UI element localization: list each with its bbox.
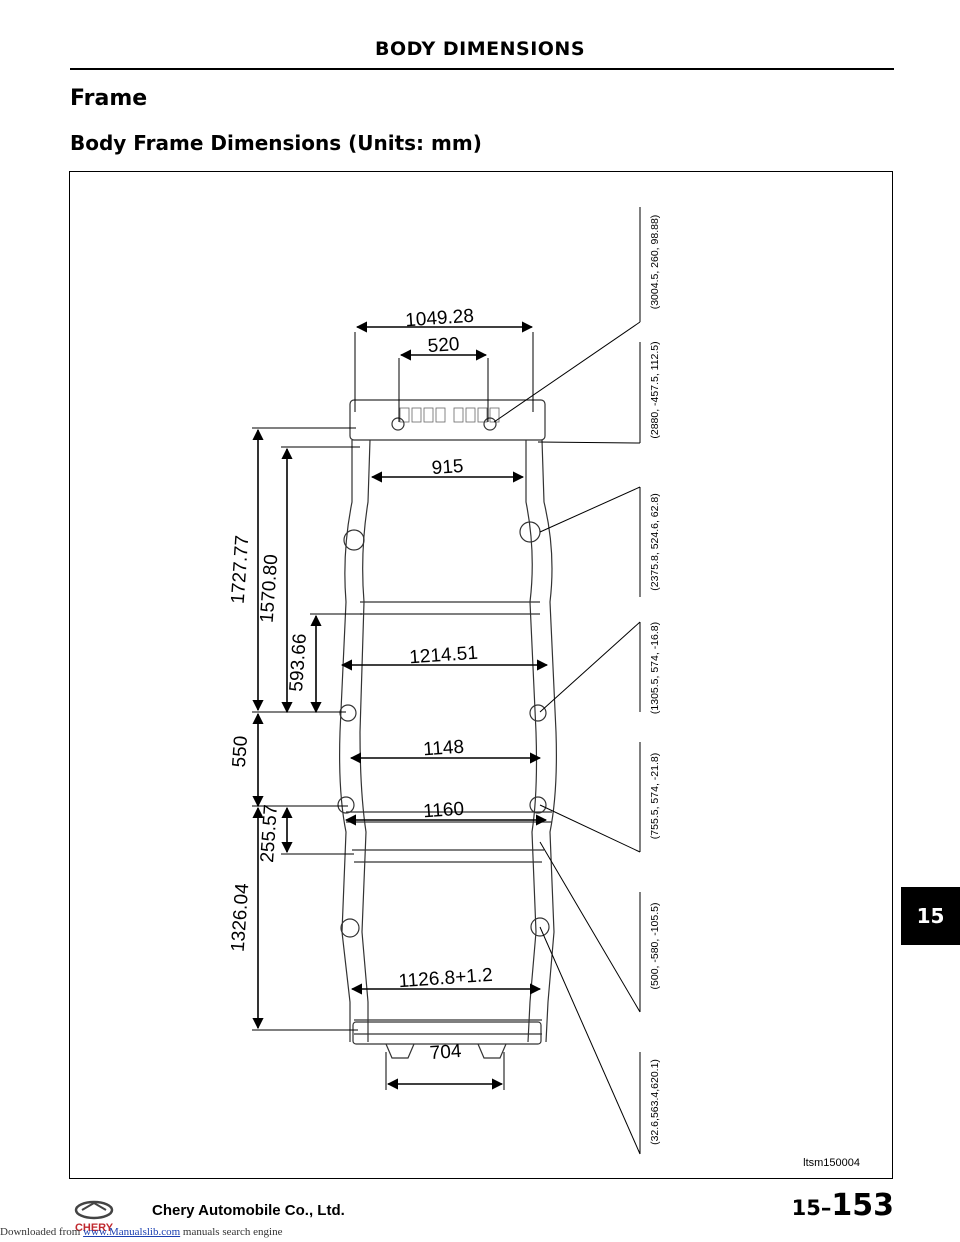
dim-1326: 1326.04 bbox=[228, 882, 254, 952]
body-frame-diagram: 1049.28 520 915 1214.51 1148 1160 1126.8… bbox=[69, 171, 893, 1179]
footer-company: Chery Automobile Co., Ltd. bbox=[152, 1202, 345, 1219]
dim-550: 550 bbox=[229, 735, 252, 768]
page-heading: Frame bbox=[70, 86, 148, 111]
chery-logo: CHERY bbox=[70, 1199, 134, 1240]
download-note: Downloaded from www.Manualslib.com manua… bbox=[0, 1226, 282, 1238]
coord-2: (2880, -457.5, 112.5) bbox=[649, 341, 661, 438]
dim-704: 704 bbox=[429, 1041, 463, 1064]
dim-1049: 1049.28 bbox=[405, 306, 475, 332]
logo-text: CHERY bbox=[75, 1222, 114, 1234]
dimension-lines bbox=[252, 321, 549, 1090]
leader-lines bbox=[493, 207, 641, 1155]
coord-4: (1305.5, 574, -16.8) bbox=[649, 622, 661, 714]
section-title: BODY DIMENSIONS bbox=[374, 38, 585, 60]
dim-1727: 1727.77 bbox=[228, 535, 254, 605]
page-number-value: 153 bbox=[831, 1188, 894, 1223]
coord-6: (500, -580, -105.5) bbox=[649, 903, 661, 990]
dim-1214: 1214.51 bbox=[409, 643, 479, 669]
coord-1: (3004.5, 260, 98.88) bbox=[649, 215, 661, 310]
coordinate-labels: (3004.5, 260, 98.88) (2880, -457.5, 112.… bbox=[649, 215, 661, 1145]
page-subheading: Body Frame Dimensions (Units: mm) bbox=[70, 131, 482, 155]
header-divider bbox=[70, 68, 894, 70]
dim-1570: 1570.80 bbox=[257, 554, 283, 624]
dim-1126: 1126.8+1.2 bbox=[398, 965, 493, 993]
manualslib-link[interactable]: www.Manualslib.com bbox=[83, 1226, 181, 1238]
dim-593: 593.66 bbox=[286, 633, 311, 692]
page-number: 15–153 bbox=[792, 1188, 894, 1223]
dim-255: 255.57 bbox=[257, 804, 282, 863]
page-prefix: 15– bbox=[791, 1196, 832, 1220]
dim-1160: 1160 bbox=[423, 799, 465, 823]
section-tab: 15 bbox=[901, 887, 960, 945]
dim-1148: 1148 bbox=[423, 737, 465, 761]
dim-915: 915 bbox=[431, 456, 464, 479]
dimension-labels: 1049.28 520 915 1214.51 1148 1160 1126.8… bbox=[228, 306, 494, 1064]
frame-outline bbox=[337, 399, 557, 1059]
figure-id: ltsm150004 bbox=[803, 1157, 860, 1169]
dim-520: 520 bbox=[427, 334, 460, 357]
coord-7: (32.6,563.4,620.1) bbox=[649, 1059, 661, 1145]
coord-5: (755.5, 574, -21.8) bbox=[649, 753, 661, 839]
coord-3: (2375.8, 524.6, 62.8) bbox=[649, 493, 661, 591]
download-suffix: manuals search engine bbox=[180, 1226, 283, 1238]
download-prefix: Downloaded from bbox=[0, 1226, 84, 1238]
